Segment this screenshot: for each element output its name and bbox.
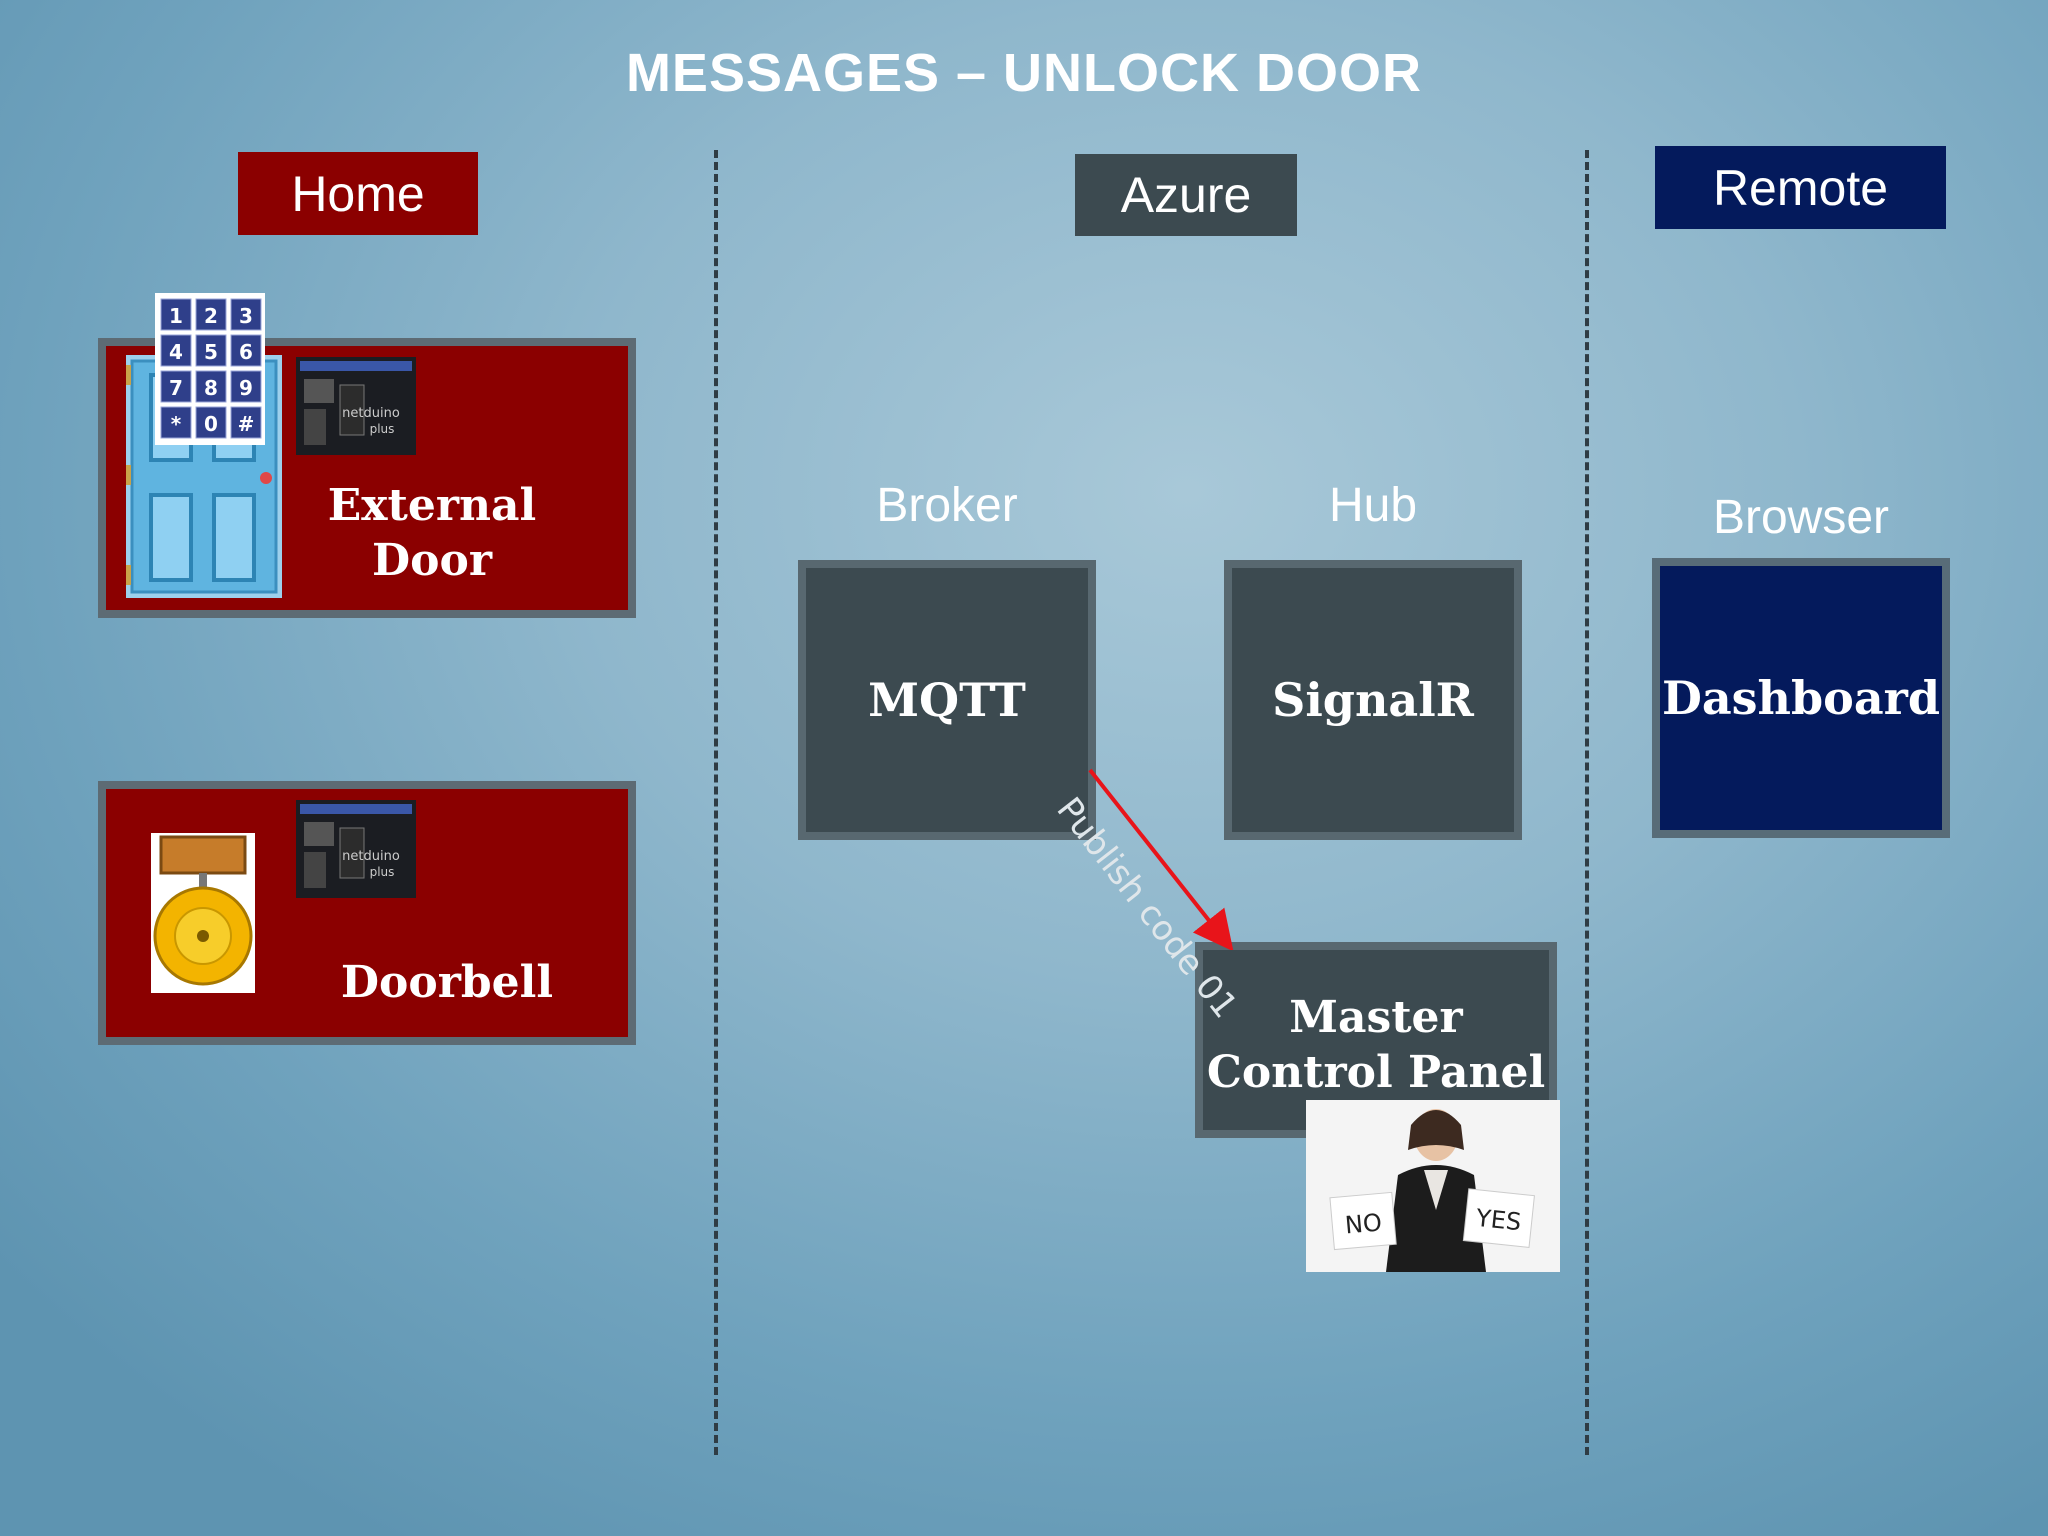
keypad-key-label: 2 [204,304,218,328]
svg-text:plus: plus [370,422,395,436]
keypad-key [195,370,227,403]
photo-sign-no: NO [1344,1208,1383,1239]
keypad-key-label: 6 [239,340,253,364]
keypad-key-label: 1 [169,304,183,328]
mqtt-label: MQTT [868,673,1026,727]
keypad-key [230,406,262,439]
dashboard-label: Dashboard [1661,671,1941,725]
keypad-key-label: 7 [169,376,183,400]
keypad-key-label: # [238,412,255,436]
circuit-board-icon: netduino plus [296,357,416,460]
keypad-key [230,334,262,367]
svg-text:plus: plus [370,865,395,879]
svg-text:netduino: netduino [342,849,400,864]
doorbell-label: Doorbell [340,957,554,1008]
remote-header: Remote [1655,146,1946,229]
slide-title: MESSAGES – UNLOCK DOOR [625,43,1423,103]
keypad-key [160,298,192,331]
keypad-key-label: 4 [169,340,183,364]
azure-header: Azure [1075,154,1297,236]
dashboard-box: Dashboard [1652,558,1950,838]
remote-header-label: Remote [1712,159,1889,216]
person-photo: NO YES [1306,1100,1560,1277]
external-door-label-line1: External [327,480,537,531]
home-header: Home [238,152,478,235]
publish-arrow [1088,768,1234,950]
photo-sign-yes: YES [1474,1204,1523,1237]
master-label-line1: Master [1289,992,1463,1043]
keypad-key [195,406,227,439]
keypad-key-label: 8 [204,376,218,400]
keypad-key [230,298,262,331]
broker-caption: Broker [876,479,1018,532]
keypad-key [160,334,192,367]
keypad-key [195,334,227,367]
keypad-key-label: 9 [239,376,253,400]
external-door-label: External Door [320,478,544,588]
keypad-key-label: * [171,412,182,436]
divider-home-azure [714,150,718,1455]
bell-icon [151,833,255,998]
signalr-box: SignalR [1224,560,1522,840]
external-door-label-line2: Door [371,535,493,586]
master-control-panel-box: Master Control Panel [1195,942,1557,1138]
keypad-key [195,298,227,331]
keypad-key [160,406,192,439]
keypad-key [160,370,192,403]
master-control-panel-label: Master Control Panel [1207,990,1545,1100]
circuit-board-icon: netduino plus [296,800,416,903]
svg-text:netduino: netduino [342,406,400,421]
master-label-line2: Control Panel [1206,1047,1546,1098]
divider-azure-remote [1585,150,1589,1455]
keypad-key-label: 0 [204,412,218,436]
hub-caption: Hub [1328,479,1418,532]
home-header-label: Home [291,165,425,222]
mqtt-box: MQTT [798,560,1096,840]
keypad-key-label: 5 [204,340,218,364]
keypad-key [230,370,262,403]
keypad-key-label: 3 [239,304,253,328]
signalr-label: SignalR [1272,673,1474,727]
browser-caption: Browser [1712,491,1890,544]
azure-header-label: Azure [1120,167,1252,223]
